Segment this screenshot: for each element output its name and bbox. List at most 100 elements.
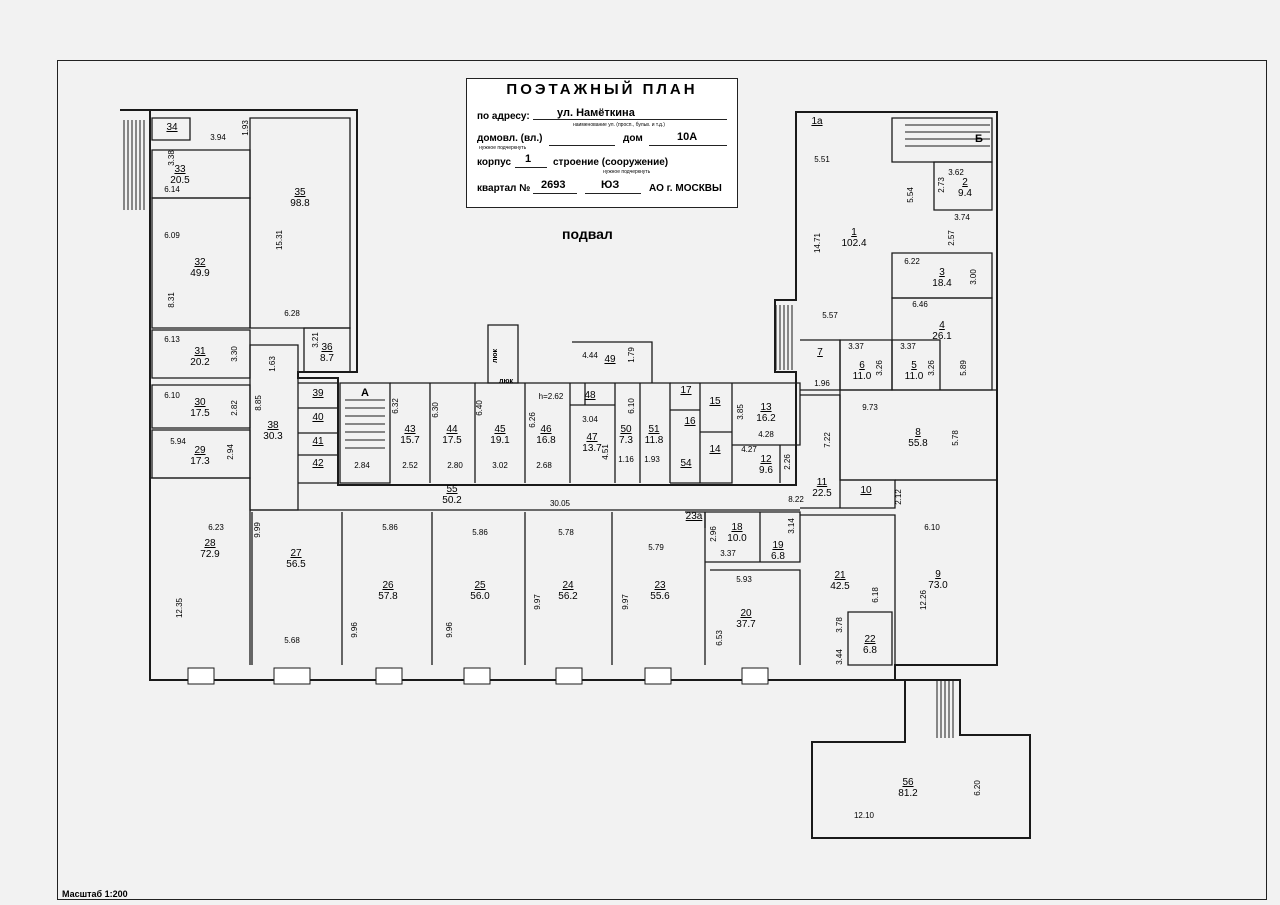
address-note: наименование ул. (просп., бульв. и т.д.)	[573, 122, 665, 128]
dimension-label: 6.22	[904, 257, 920, 266]
room-area-51: 11.8	[645, 435, 664, 446]
wall-rooms-11-10	[800, 394, 896, 509]
room-number-27: 27	[290, 548, 302, 559]
room-number-11: 11	[817, 477, 828, 488]
room-number-15: 15	[709, 396, 721, 407]
wall-room-34	[151, 117, 191, 141]
room-area-25: 56.0	[470, 591, 490, 602]
room-area-4: 26.1	[932, 331, 952, 342]
room-number-6: 6	[859, 360, 865, 371]
room-area-38: 30.3	[263, 431, 283, 442]
room-number-24: 24	[562, 580, 574, 591]
kvartal-value: 2693	[541, 179, 566, 191]
stair-hatching	[123, 120, 990, 738]
room-area-1: 102.4	[841, 238, 866, 249]
wall-hatch	[487, 324, 519, 384]
room-number-2: 2	[962, 177, 968, 188]
label-hatch2: люк	[499, 378, 513, 385]
dimension-label: 5.93	[736, 575, 752, 584]
label-hatch: люк	[492, 349, 499, 363]
dimension-label: 3.62	[948, 168, 964, 177]
dimension-label: 5.78	[951, 430, 960, 446]
dimension-label: 9.96	[445, 622, 454, 638]
dom-value: 10А	[677, 131, 698, 143]
stroenie-label: строение (сооружение)	[553, 157, 669, 168]
room-area-21: 42.5	[830, 581, 850, 592]
room-area-43: 15.7	[400, 435, 420, 446]
dimension-label: 4.28	[758, 430, 774, 439]
dimension-label: 30.05	[550, 499, 571, 508]
room-number-14: 14	[709, 444, 721, 455]
floor-name: подвал	[562, 226, 613, 242]
room-area-20: 37.7	[736, 619, 756, 630]
wall-room-35	[249, 117, 351, 329]
dimension-label: 2.57	[947, 230, 956, 246]
dimension-label: 1.16	[618, 455, 634, 464]
room-number-13: 13	[760, 402, 772, 413]
dimension-label: 6.09	[164, 231, 180, 240]
dimension-label: 5.51	[814, 155, 830, 164]
korpus-label: корпус	[477, 157, 512, 168]
dimension-label: 5.86	[472, 528, 488, 537]
dimension-label: 4.27	[741, 445, 757, 454]
dimension-label: 6.18	[871, 587, 880, 603]
wall-rooms-18-19	[685, 511, 801, 563]
dimension-label: 6.13	[164, 335, 180, 344]
dimension-label: 12.10	[854, 811, 875, 820]
dimension-label: 2.68	[536, 461, 552, 470]
wall-left-wing	[120, 109, 1031, 839]
dimension-label: 8.31	[167, 292, 176, 308]
dimension-label: h=2.62	[539, 392, 564, 401]
room-number-54: 54	[680, 458, 692, 469]
room-number-39: 39	[312, 388, 324, 399]
room-number-42: 42	[312, 458, 324, 469]
room-number-45: 45	[494, 424, 506, 435]
dimension-label: 2.80	[447, 461, 463, 470]
dom-label: дом	[623, 133, 643, 144]
room-number-32: 32	[194, 257, 206, 268]
south-windows	[187, 667, 769, 685]
room-area-46: 16.8	[536, 435, 556, 446]
ao-label: АО г. МОСКВЫ	[649, 183, 722, 194]
room-area-18: 10.0	[727, 533, 747, 544]
room-number-8: 8	[915, 427, 921, 438]
room-number-20: 20	[740, 608, 752, 619]
dimension-label: 9.73	[862, 403, 878, 412]
room-area-6: 11.0	[853, 371, 872, 382]
room-area-9: 73.0	[928, 580, 948, 591]
dimension-label: 4.44	[582, 351, 598, 360]
room-number-46: 46	[540, 424, 552, 435]
dimension-label: 9.97	[533, 594, 542, 610]
room-number-26: 26	[382, 580, 394, 591]
room-area-2: 9.4	[958, 188, 972, 199]
drawing-frame	[57, 60, 1267, 900]
room-area-8: 55.8	[908, 438, 928, 449]
room-number-40: 40	[312, 412, 324, 423]
stroenie-note: нужное подчеркнуть	[603, 169, 651, 175]
dimension-label: 6.46	[912, 300, 928, 309]
address-label: по адресу:	[477, 111, 530, 122]
dimension-label: 6.40	[475, 400, 484, 416]
wall-rooms-17-14	[670, 382, 801, 484]
room-number-7: 7	[817, 347, 823, 358]
room-area-31: 20.2	[190, 357, 210, 368]
room-area-22: 6.8	[863, 645, 877, 656]
dimension-label: 2.73	[937, 177, 946, 193]
dimension-label: 5.94	[170, 437, 186, 446]
dimension-label: 3.44	[835, 649, 844, 665]
room-area-19: 6.8	[771, 551, 785, 562]
dimension-label: 3.37	[720, 549, 736, 558]
wall-room-21	[800, 514, 896, 665]
room-area-56: 81.2	[898, 788, 918, 799]
dimension-label: 2.12	[894, 489, 903, 505]
title-block: ПОЭТАЖНЫЙ ПЛАН по адресу: ул. Намёткина …	[466, 78, 738, 208]
room-area-29: 17.3	[190, 456, 210, 467]
label-stair_a: А	[361, 387, 369, 399]
dimension-label: 4.51	[601, 444, 610, 460]
wall-room-7	[800, 339, 841, 391]
room-area-35: 98.8	[290, 198, 310, 209]
room-number-25: 25	[474, 580, 486, 591]
dimension-label: 5.79	[648, 543, 664, 552]
dimension-label: 6.32	[391, 398, 400, 414]
dimension-label: 1.96	[814, 379, 830, 388]
